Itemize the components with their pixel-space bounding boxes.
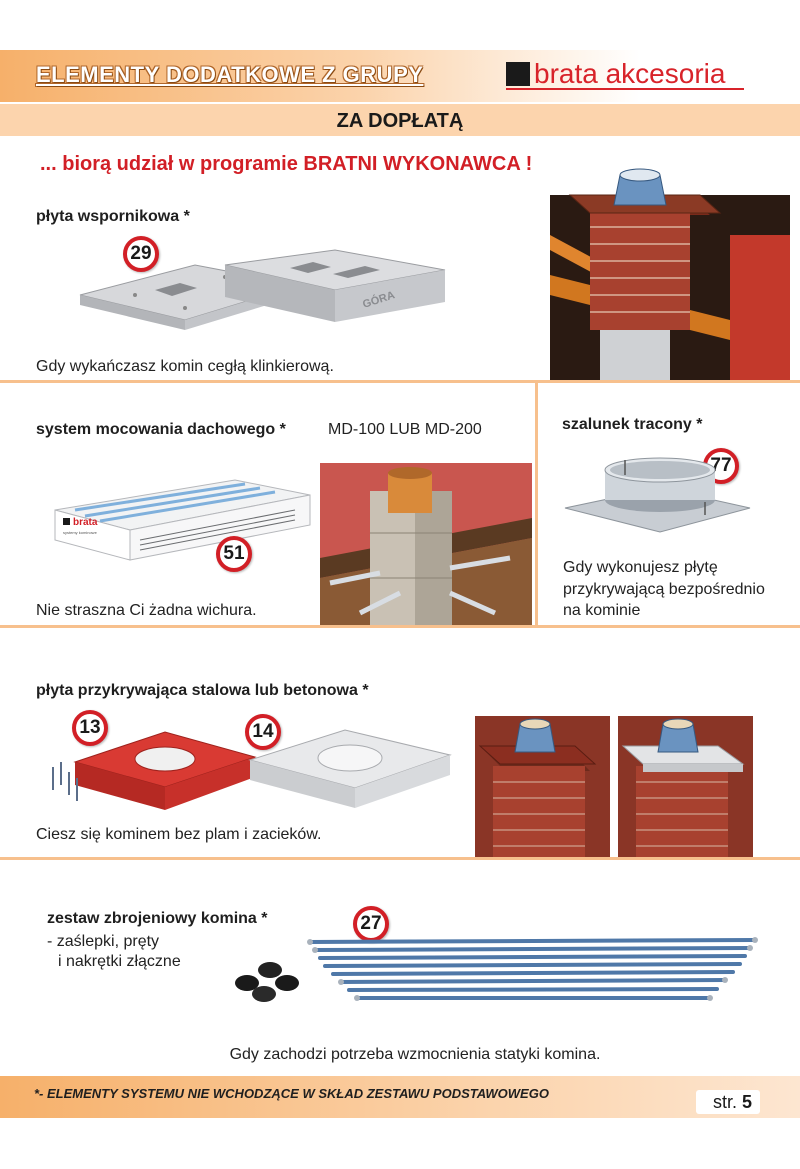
mounting-system-box-illustration: brata systemy kominowe <box>54 479 311 561</box>
badge-13: 13 <box>72 710 108 746</box>
reinforcement-rods-illustration <box>307 937 758 1001</box>
section-title-system-mocowania: system mocowania dachowego * <box>36 421 286 438</box>
caption-szalunek-1: Gdy wykonujesz płytę <box>563 559 718 576</box>
brand-underline <box>506 88 744 90</box>
box-brand: brata <box>73 517 98 528</box>
divider-3 <box>0 857 800 860</box>
section-title-szalunek: szalunek tracony * <box>562 416 703 433</box>
badge-51: 51 <box>216 536 252 572</box>
tagline: ... biorą udział w programie BRATNI WYKO… <box>40 153 533 175</box>
brand-logo-square <box>506 62 530 86</box>
badge-29: 29 <box>123 236 159 272</box>
models-md: MD-100 LUB MD-200 <box>328 421 482 438</box>
section-title-plyta-wspornikowa: płyta wspornikowa * <box>36 208 190 225</box>
divider-2 <box>0 625 800 628</box>
chimney-steel-cover-illustration <box>475 716 610 858</box>
vertical-divider <box>535 382 538 626</box>
caption-szalunek-2: przykrywającą bezpośrednio <box>563 581 765 598</box>
box-subtitle: systemy kominowe <box>63 530 98 535</box>
header-band <box>0 50 800 102</box>
zestaw-line-2: i nakrętki złączne <box>58 953 181 970</box>
caption-system-mocowania: Nie straszna Ci żadna wichura. <box>36 602 257 619</box>
support-plates-illustration: GÓRA <box>79 249 446 330</box>
concrete-cover-plate-illustration <box>248 729 452 808</box>
divider-1 <box>0 380 800 383</box>
badge-14: 14 <box>245 714 281 750</box>
page-label: str. <box>712 1092 742 1112</box>
steel-cover-plate-illustration <box>52 731 257 810</box>
chimney-with-support-plate-illustration <box>550 168 790 380</box>
caption-zestaw-zbrojeniowy: Gdy zachodzi potrzeba wzmocnienia statyk… <box>229 1046 601 1063</box>
chimney-concrete-cover-illustration <box>618 716 753 858</box>
brand-name: brata akcesoria <box>534 58 726 89</box>
page-title: ELEMENTY DODATKOWE Z GRUPY <box>36 62 424 87</box>
section-title-plyta-przykrywajaca: płyta przykrywająca stalowa lub betonowa… <box>36 682 369 699</box>
roof-mount-photo-illustration <box>320 463 532 625</box>
zestaw-line-1: - zaślepki, pręty <box>47 933 160 950</box>
caption-plyta-przykrywajaca: Ciesz się kominem bez plam i zacieków. <box>36 826 322 843</box>
page-subtitle: ZA DOPŁATĄ <box>336 110 464 132</box>
caption-plyta-wspornikowa: Gdy wykańczasz komin cegłą klinkierową. <box>36 358 334 375</box>
subtitle-band <box>0 104 800 136</box>
end-caps-illustration <box>235 962 299 1002</box>
page-number: 5 <box>741 1092 752 1112</box>
caption-szalunek-3: na kominie <box>563 602 641 619</box>
lost-formwork-illustration <box>564 457 751 533</box>
footer-band <box>0 1076 800 1118</box>
page-number-box: str. 5 <box>696 1090 760 1114</box>
footer-note: *- ELEMENTY SYSTEMU NIE WCHODZĄCE W SKŁA… <box>34 1086 549 1101</box>
section-title-zestaw-zbrojeniowy: zestaw zbrojeniowy komina * <box>47 910 268 927</box>
